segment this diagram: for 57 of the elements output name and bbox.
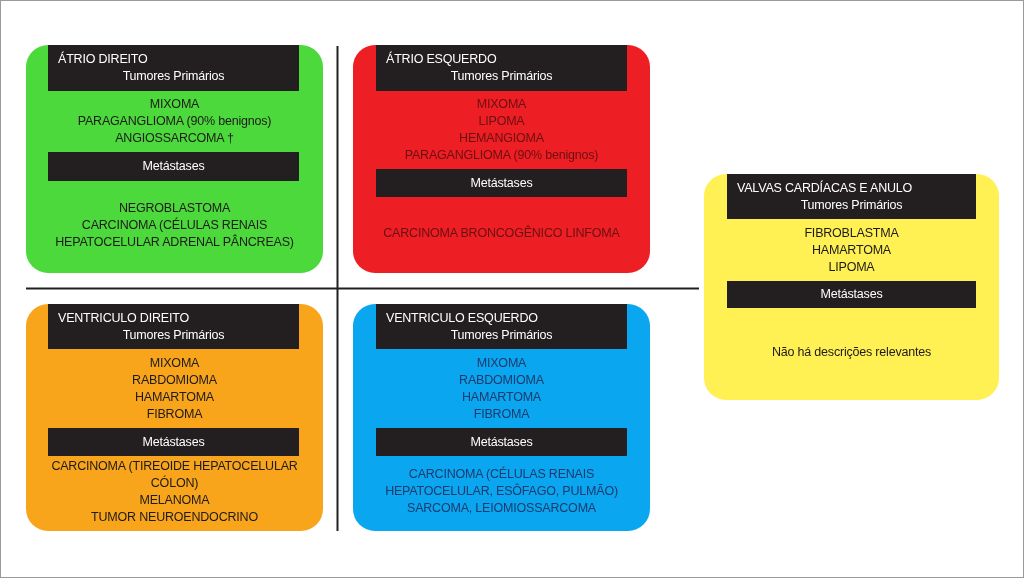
tumor-list-item: FIBROMA [146,405,203,423]
section-heading: Metástases [470,433,533,451]
tumor-list-item: CARCINOMA BRONCOGÊNICO LINFOMA [383,224,620,242]
tumor-list-item: FIBROMA [473,405,530,423]
header-bar [376,304,627,349]
section-heading: Metástases [820,286,883,303]
panel-title: ÁTRIO DIREITO [57,51,148,68]
section-bar [376,169,627,197]
panel-title: VENTRICULO ESQUERDO [385,310,538,327]
tumor-list-item: HEMANGIOMA [459,130,544,147]
header-bar [727,174,976,219]
tumor-list-item: RABDOMIOMA [132,371,217,389]
tumor-panel [704,174,999,400]
section-heading: Metástases [470,174,533,192]
tumor-list-item: PARAGANGLIOMA (90% benignos) [404,147,599,164]
panel-title: VALVAS CARDÍACAS E ANULO [736,180,913,197]
section-bar [376,428,627,456]
header-bar [48,304,299,349]
section-heading: Tumores Primários [122,68,225,85]
tumor-panel [26,304,323,531]
section-heading: Tumores Primários [122,327,225,344]
section-bar [48,152,299,181]
tumor-list-item: HAMARTOMA [812,241,891,259]
tumor-list-item: TUMOR NEUROENDOCRINO [91,508,258,526]
tumor-list-item: MIXOMA [476,354,527,372]
section-bar [48,428,299,456]
tumor-list-item: CARCINOMA (CÉLULAS RENAIS HEPATOCELULAR, ESÔFAGO, PULMÃO) [384,466,619,500]
panel-title: VENTRICULO DIREITO [57,310,189,327]
tumor-list-item: CARCINOMA (CÉLULAS RENAIS HEPATOCELULAR ADRENAL PÂNCREAS) [54,216,295,251]
section-heading: Tumores Primários [800,197,903,214]
tumor-list-item: HAMARTOMA [462,388,541,406]
tumor-list-item: HAMARTOMA [135,388,214,406]
tumor-list-item: MIXOMA [149,354,200,372]
section-heading: Tumores Primários [450,68,553,85]
tumor-list-item: CARCINOMA (TIREOIDE HEPATOCELULAR CÓLON) [50,457,299,492]
tumor-list-item: MIXOMA [476,96,527,113]
tumor-list-item: FIBROBLASTMA [804,224,899,242]
tumor-panel [26,45,323,273]
tumor-list-item: SARCOMA, LEIOMIOSSARCOMA [407,500,596,517]
section-heading: Tumores Primários [450,327,553,344]
tumor-panel [353,45,650,273]
section-bar [727,281,976,308]
panel-title: ÁTRIO ESQUERDO [385,51,497,68]
tumor-list-item: PARAGANGLIOMA (90% benignos) [77,113,272,130]
tumor-list-item: RABDOMIOMA [459,371,544,389]
section-heading: Metástases [142,433,205,451]
tumor-list-item: NEGROBLASTOMA [118,199,231,217]
tumor-list-item: Não há descrições relevantes [771,343,932,361]
section-heading: Metástases [142,158,205,175]
tumor-list-item: ANGIOSSARCOMA † [115,130,234,147]
tumor-list-item: LIPOMA [828,258,875,276]
tumor-list-item: MELANOMA [139,491,210,509]
header-bar [48,45,299,91]
tumor-list-item: MIXOMA [149,96,200,113]
tumor-list-item: LIPOMA [478,113,525,130]
header-bar [376,45,627,91]
tumor-panel [353,304,650,531]
